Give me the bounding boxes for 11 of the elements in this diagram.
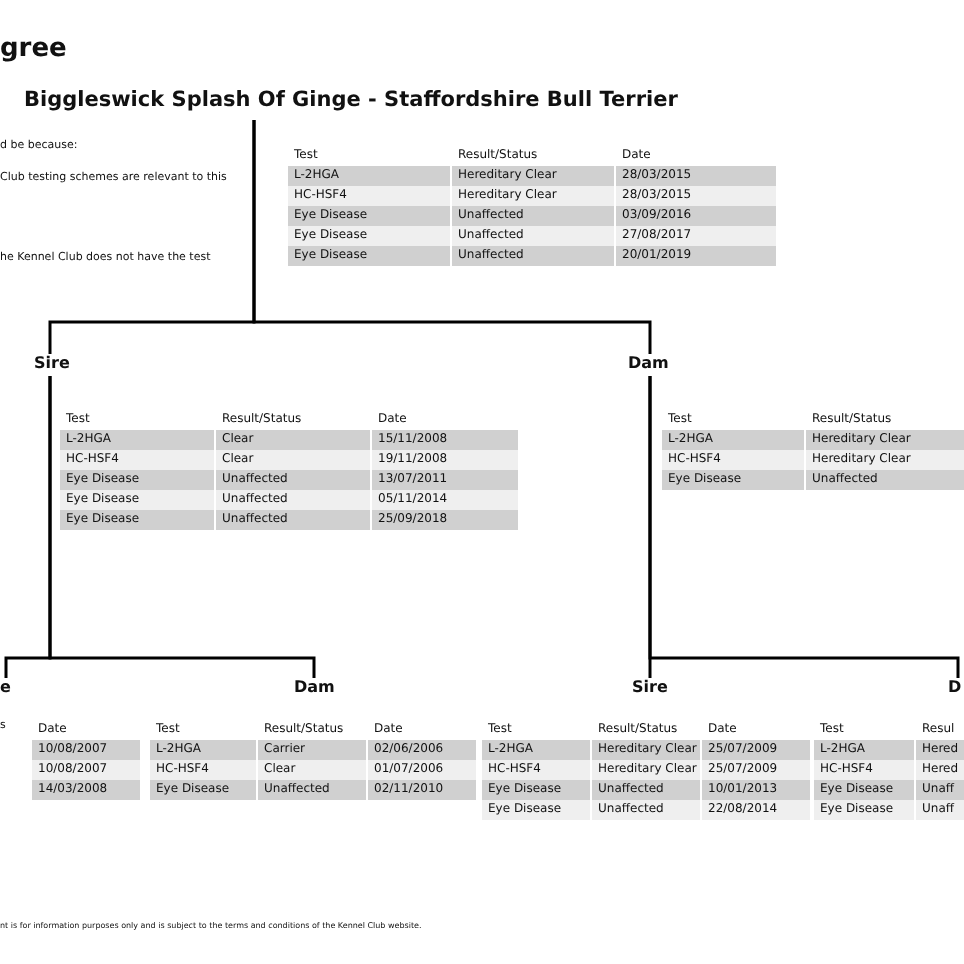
pedigree-connector	[252, 120, 652, 354]
pedigree-connector	[648, 376, 960, 678]
page-title: gree	[0, 34, 67, 64]
parent-heading: D	[948, 678, 962, 696]
parent-heading: Dam	[628, 354, 669, 372]
parent-heading: Dam	[294, 678, 335, 696]
parent-heading: Sire	[34, 354, 70, 372]
pedigree-connector	[48, 376, 316, 678]
dog-name-heading: Biggleswick Splash Of Ginge - Staffordshire Bull Terrier	[24, 88, 678, 112]
parent-heading: e	[0, 678, 11, 696]
parent-heading: Sire	[632, 678, 668, 696]
